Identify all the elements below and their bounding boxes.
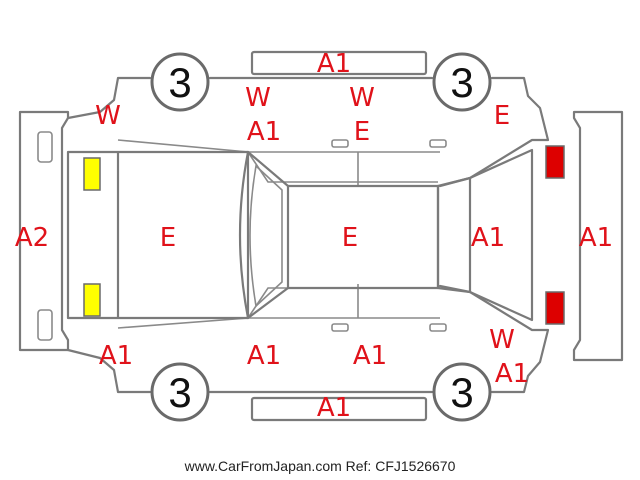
code-rear-bumper: A1 [579,223,613,253]
code-right-quarter-w: W [489,325,515,355]
code-front-bumper: A2 [15,223,49,253]
bottom-sill-panel [250,396,428,422]
tire-front-right-rating: 3 [168,369,191,416]
right-side-inner-line [117,284,440,329]
front-bumper-slot-top [37,131,53,163]
hood-panel [66,150,250,320]
right-side-profile [66,284,550,394]
source-watermark: www.CarFromJapan.com Ref: CFJ1526670 [184,458,456,474]
windshield [238,150,290,320]
code-right-fender: A1 [99,341,133,371]
front-right-lamp [83,283,101,317]
code-right-rear-door: A1 [353,341,387,371]
right-door-handle-rear [429,323,447,332]
tire-front-left-rating: 3 [168,59,191,106]
tire-rear-right-rating: 3 [450,369,473,416]
roof-panel [286,184,440,290]
rear-left-lamp [545,145,565,179]
left-door-handle-rear [429,139,447,148]
code-roof: E [342,223,358,253]
front-bumper-panel [18,110,70,352]
code-left-rear-door-e: E [354,117,370,147]
windshield-inner [249,164,283,308]
code-left-quarter: E [494,101,510,131]
rear-glass [436,176,472,294]
code-left-front-door-a1: A1 [247,117,281,147]
tire-rear-left-rating: 3 [450,59,473,106]
code-left-rear-door-w: W [349,83,375,113]
front-bumper-slot-bottom [37,309,53,341]
code-hood: E [160,223,176,253]
code-right-quarter-a1: A1 [495,359,529,389]
right-door-handle-front [331,323,349,332]
code-roof-top: A1 [317,49,351,79]
code-right-front-door: A1 [247,341,281,371]
roof-top-panel [250,50,428,76]
trunk-panel [468,148,534,322]
tire-rear-right [432,362,492,422]
front-left-lamp [83,157,101,191]
tire-front-right [150,362,210,422]
left-door-handle-front [331,139,349,148]
code-rear-glass: A1 [471,223,505,253]
left-side-profile [66,76,550,188]
rear-bumper-panel [572,110,624,362]
rear-right-lamp [545,291,565,325]
code-bottom-sill: A1 [317,393,351,423]
tire-front-left [150,52,210,112]
tire-rear-left [432,52,492,112]
car-outline-drawing: 3 3 3 3 A1 A2 E E A1 A1 W W A1 W E E A1 … [15,49,624,423]
code-left-fender-w: W [95,101,121,131]
code-left-front-door-w: W [245,83,271,113]
